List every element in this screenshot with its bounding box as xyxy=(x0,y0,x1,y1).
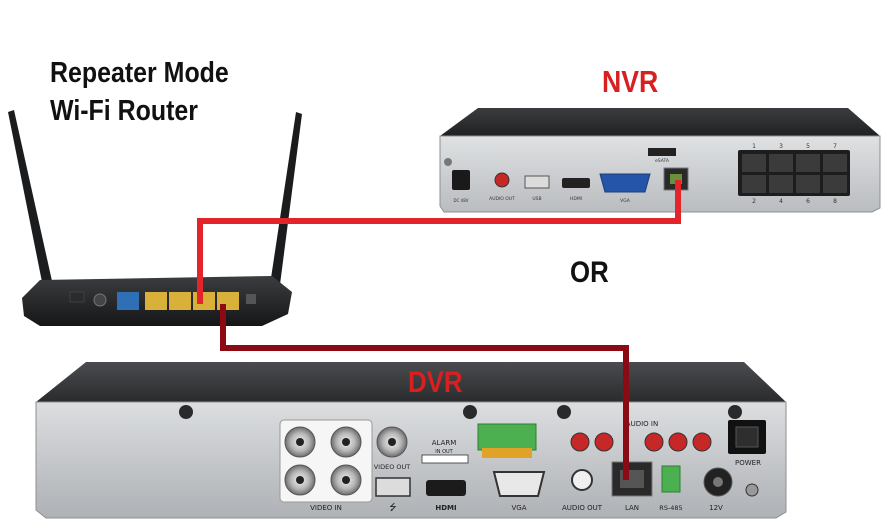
dvr-hdmi-label: HDMI xyxy=(435,504,456,512)
dvr-audio-jack xyxy=(668,432,688,452)
dvr-hdmi-port xyxy=(426,480,466,496)
dvr-device: VIDEO IN VIDEO OUT ⭍ ALARM IN OUT HDMI V… xyxy=(35,362,787,519)
nvr-poe-port xyxy=(823,175,847,193)
nvr-audio-label: AUDIO OUT xyxy=(489,196,515,202)
router-power-jack xyxy=(93,293,107,307)
nvr-label: NVR xyxy=(602,64,659,99)
nvr-audio-out-jack xyxy=(494,172,510,188)
or-label: OR xyxy=(570,256,609,289)
nvr-esata-label: eSATA xyxy=(655,158,670,164)
dvr-vga-port xyxy=(492,471,546,497)
dvr-audio-jack xyxy=(570,432,590,452)
nvr-hdmi-label: HDMI xyxy=(570,196,582,202)
nvr-poe-num: 2 xyxy=(752,198,756,205)
cable-router-to-nvr xyxy=(197,180,681,304)
nvr-dc-power-jack xyxy=(452,170,470,190)
dvr-back-panel xyxy=(35,401,787,519)
nvr-usb-port xyxy=(524,175,550,189)
dvr-rs485-terminal xyxy=(661,465,681,493)
dvr-usb-icon: ⭍ xyxy=(389,502,397,513)
nvr-poe-num: 5 xyxy=(806,143,810,150)
router-lan-port-1 xyxy=(145,292,167,310)
dvr-alarm-label: ALARM xyxy=(432,439,457,447)
dvr-vga-label: VGA xyxy=(511,504,526,512)
dvr-12v-label: 12V xyxy=(709,504,723,512)
nvr-poe-ports: 1 3 5 7 2 4 6 8 xyxy=(738,143,850,205)
router-wan-port xyxy=(117,292,139,310)
dvr-top xyxy=(36,362,786,402)
dvr-alarm-sub-label: IN OUT xyxy=(435,449,453,455)
nvr-vga-label: VGA xyxy=(620,198,631,204)
nvr-poe-num: 8 xyxy=(833,198,837,205)
nvr-poe-port xyxy=(823,154,847,172)
nvr-poe-port xyxy=(742,175,766,193)
router-reset-hole xyxy=(69,291,85,303)
nvr-poe-num: 1 xyxy=(752,143,756,150)
dvr-screw xyxy=(728,405,742,419)
dvr-video-in-label: VIDEO IN xyxy=(310,504,342,512)
nvr-poe-port xyxy=(796,175,820,193)
dvr-video-in-group: VIDEO IN xyxy=(279,419,373,512)
nvr-poe-num: 4 xyxy=(779,198,783,205)
dvr-alarm-pins xyxy=(482,448,532,458)
router-wps-button xyxy=(246,294,256,304)
router-caption-line2: Wi-Fi Router xyxy=(50,95,199,127)
router-antenna-left xyxy=(8,110,54,292)
router-antenna-right xyxy=(268,112,302,300)
dvr-ground-screw xyxy=(745,483,759,497)
dvr-screw xyxy=(463,405,477,419)
router-caption: Repeater Mode Wi-Fi Router xyxy=(50,54,229,130)
dvr-audio-out-jack xyxy=(571,469,593,491)
dvr-alarm-strip xyxy=(421,454,469,464)
nvr-poe-num: 7 xyxy=(833,143,837,150)
dvr-usb-port xyxy=(375,477,411,497)
nvr-usb-label: USB xyxy=(532,196,541,202)
nvr-poe-port xyxy=(796,154,820,172)
nvr-poe-num: 6 xyxy=(806,198,810,205)
nvr-device: DC 48V AUDIO OUT USB HDMI VGA eSATA 1 3 … xyxy=(439,108,881,213)
nvr-power-label: DC 48V xyxy=(454,198,469,203)
nvr-ground-screw xyxy=(444,158,452,166)
nvr-top xyxy=(440,108,880,136)
nvr-poe-port xyxy=(769,154,793,172)
dvr-screw xyxy=(179,405,193,419)
nvr-hdmi-port xyxy=(562,178,590,188)
dvr-label: DVR xyxy=(408,366,463,399)
nvr-poe-port xyxy=(769,175,793,193)
dvr-power-label: POWER xyxy=(735,459,761,467)
dvr-screw xyxy=(557,405,571,419)
router-lan-port-2 xyxy=(169,292,191,310)
dvr-audio-jack xyxy=(594,432,614,452)
dvr-lan-label: LAN xyxy=(625,504,639,512)
dvr-audio-jack xyxy=(644,432,664,452)
cable-router-to-dvr xyxy=(220,304,629,480)
dvr-audio-jack xyxy=(692,432,712,452)
router-lan-port-3 xyxy=(193,292,215,310)
dvr-alarm-terminal xyxy=(477,423,537,451)
dvr-video-out-label: VIDEO OUT xyxy=(374,463,411,471)
nvr-esata-port xyxy=(648,148,676,156)
dvr-rs485-label: RS-485 xyxy=(659,504,682,512)
dvr-audio-in-label: AUDIO IN xyxy=(626,420,658,428)
nvr-poe-port xyxy=(742,154,766,172)
router-caption-line1: Repeater Mode xyxy=(50,57,229,89)
dvr-audio-out-label: AUDIO OUT xyxy=(562,504,603,512)
nvr-vga-port xyxy=(599,173,651,193)
nvr-poe-num: 3 xyxy=(779,143,783,150)
nvr-lan-led xyxy=(670,174,682,184)
